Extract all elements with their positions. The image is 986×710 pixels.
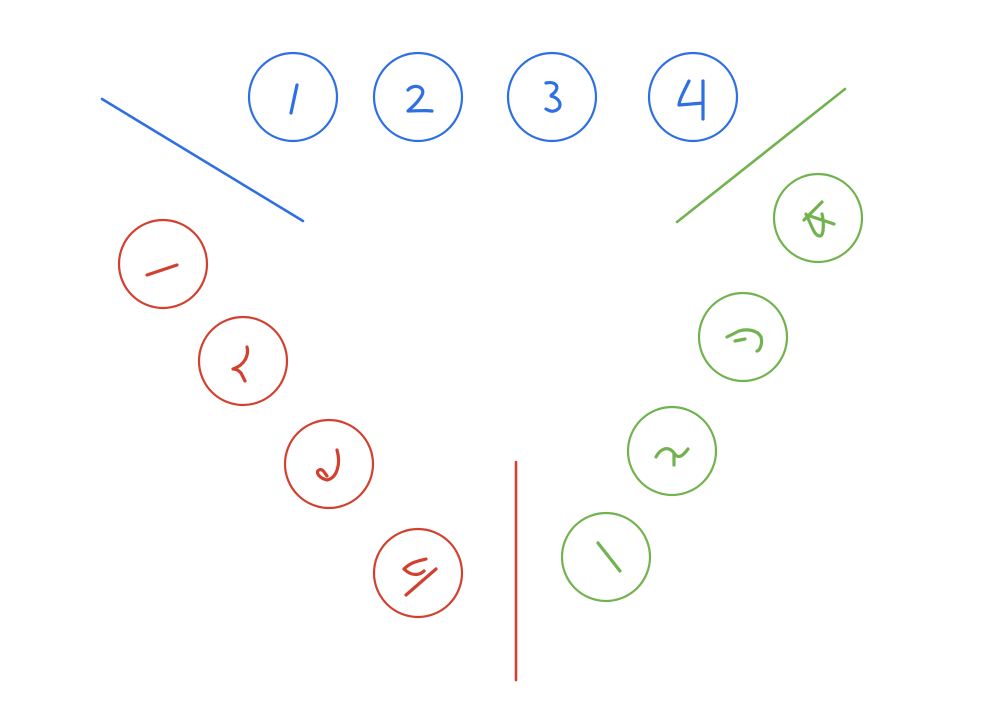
glyph-2 [406, 84, 434, 113]
glyph-red-2 [231, 345, 250, 383]
glyph-red-4 [402, 557, 438, 597]
glyph-green-2 [654, 447, 690, 467]
green-circle-2 [626, 405, 718, 497]
blue-circle-1 [247, 51, 339, 143]
glyph-red-3 [315, 448, 341, 482]
red-circle-1 [117, 218, 209, 310]
green-circle-4 [772, 172, 864, 264]
red-circle-2 [197, 315, 289, 407]
red-circle-3 [283, 418, 375, 510]
glyph-green-3 [725, 328, 764, 353]
blue-separator-line [100, 97, 305, 223]
glyph-4 [677, 79, 705, 121]
blue-circle-4 [647, 51, 739, 143]
blue-circle-2 [372, 51, 464, 143]
glyph-red-1 [145, 263, 179, 277]
glyph-3 [544, 81, 562, 113]
glyph-1 [289, 83, 299, 115]
green-circle-1 [560, 511, 652, 603]
red-circle-4 [372, 527, 464, 619]
green-separator-line [675, 87, 847, 224]
glyph-green-1 [596, 541, 622, 573]
blue-circle-3 [506, 51, 598, 143]
green-circle-3 [697, 291, 789, 383]
glyph-green-4 [802, 200, 836, 238]
